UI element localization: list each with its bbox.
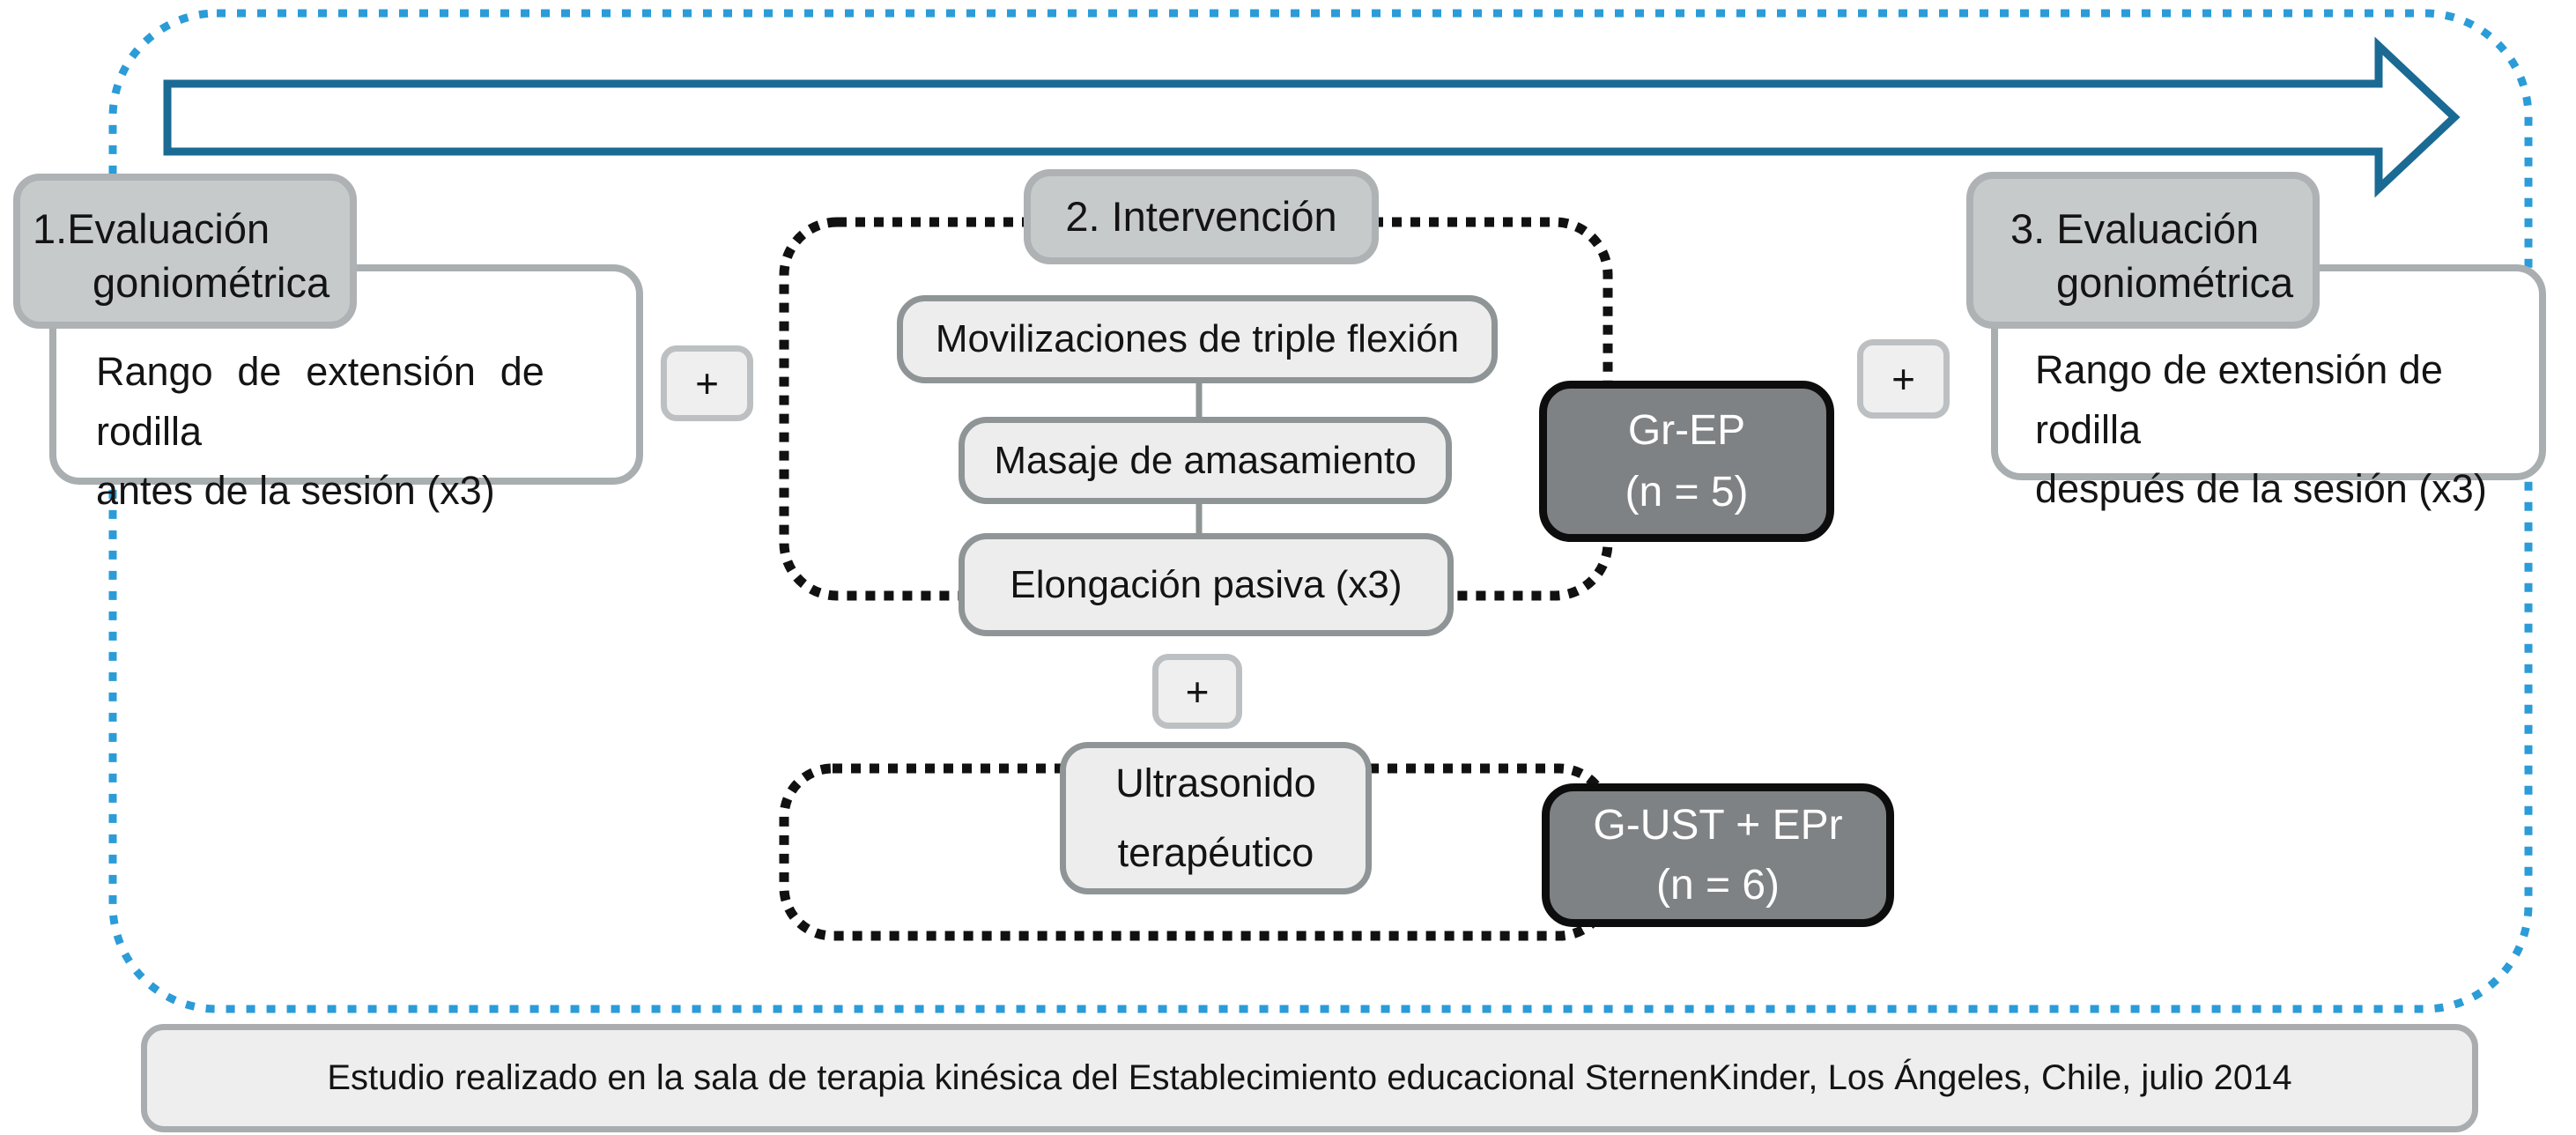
plus-middle-sign: +	[1185, 668, 1210, 715]
stage1-title-box: 1.Evaluación goniométrica	[13, 174, 357, 329]
plus-middle: +	[1152, 654, 1242, 729]
stage1-detail-box: Rango de extensión de rodilla antes de l…	[49, 264, 643, 513]
stage3-title-line2: goniométrica	[2056, 259, 2294, 307]
stage3-title-box: 3. Evaluación goniométrica	[1966, 172, 2320, 329]
group-ep-box: Gr-EP (n = 5)	[1539, 381, 1834, 542]
step-elongacion: Elongación pasiva (x3)	[959, 533, 1454, 636]
stage1-title-line2: goniométrica	[93, 259, 330, 307]
stage2-title-box: 2. Intervención	[1024, 169, 1379, 264]
stage3-detail-line1: Rango de extensión de rodilla	[2035, 347, 2443, 452]
stage3-detail-line2: después de la sesión (x3)	[2035, 466, 2487, 511]
plus-left-sign: +	[695, 360, 719, 406]
caption-text: Estudio realizado en la sala de terapia …	[327, 1058, 2292, 1097]
stage2-title: 2. Intervención	[1065, 193, 1337, 241]
step-movilizaciones-label: Movilizaciones de triple flexión	[935, 317, 1460, 360]
plus-right-sign: +	[1891, 356, 1915, 402]
outer-dotted-border	[108, 9, 2533, 1013]
caption-box: Estudio realizado en la sala de terapia …	[141, 1024, 2478, 1132]
stage1-detail-line1: Rango de extensión de rodilla	[96, 349, 544, 454]
step-masaje-label: Masaje de amasamiento	[994, 438, 1417, 482]
step-masaje: Masaje de amasamiento	[959, 417, 1452, 504]
step-ultrasonido: Ultrasonido terapéutico	[1060, 742, 1372, 894]
step-ultrasonido-line2: terapéutico	[1117, 829, 1314, 875]
group-ust-name: G-UST + EPr	[1593, 802, 1843, 849]
group-ep-n: (n = 5)	[1625, 468, 1749, 516]
timeline-arrow	[163, 36, 2461, 198]
stage1-title-line1: 1.Evaluación	[33, 205, 270, 252]
group-ep-name: Gr-EP	[1627, 406, 1746, 454]
stage3-title-line1: 3. Evaluación	[2010, 205, 2260, 252]
group-ust-box: G-UST + EPr (n = 6)	[1542, 783, 1894, 927]
stage1-detail-line2: antes de la sesión (x3)	[96, 468, 495, 513]
plus-left: +	[661, 345, 753, 421]
step-elongacion-label: Elongación pasiva (x3)	[1010, 562, 1403, 606]
step-movilizaciones: Movilizaciones de triple flexión	[897, 295, 1498, 383]
step-ultrasonido-line1: Ultrasonido	[1115, 760, 1316, 805]
plus-right: +	[1857, 339, 1950, 419]
group-ust-n: (n = 6)	[1655, 861, 1780, 909]
